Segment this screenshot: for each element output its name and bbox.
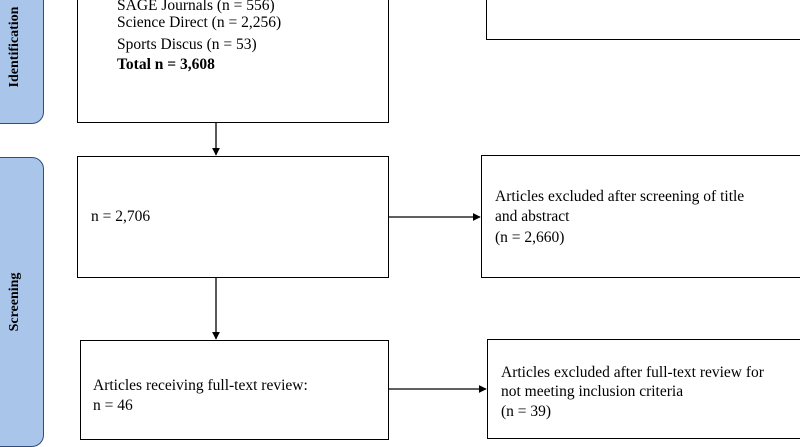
full-text-review-count: n = 46 [93,397,133,414]
excluded-title-abstract-box [481,155,800,278]
screening-count-box [77,156,389,278]
source-sage-journals: SAGE Journals (n = 556) [117,0,275,14]
excluded-full-text-count: (n = 39) [501,403,552,420]
flow-arrows [212,123,487,393]
full-text-review-line1: Articles receiving full-text review: [93,377,308,394]
excluded-title-abstract-line2: and abstract [495,208,570,225]
screening-phase-bar: Screening [0,157,44,447]
source-science-direct: Science Direct (n = 2,256) [117,14,282,31]
identification-side-box [486,0,800,40]
source-sports-discus: Sports Discus (n = 53) [117,36,257,53]
identification-phase-bar: Identification [0,0,44,124]
identification-total: Total n = 3,608 [117,56,215,73]
excluded-full-text-line1: Articles excluded after full-text review… [501,364,764,381]
excluded-full-text-line2: not meeting inclusion criteria [501,383,684,400]
screening-count: n = 2,706 [91,208,151,225]
excluded-title-abstract-line1: Articles excluded after screening of tit… [495,188,745,205]
identification-records-box [77,0,389,123]
excluded-title-abstract-count: (n = 2,660) [495,229,565,246]
